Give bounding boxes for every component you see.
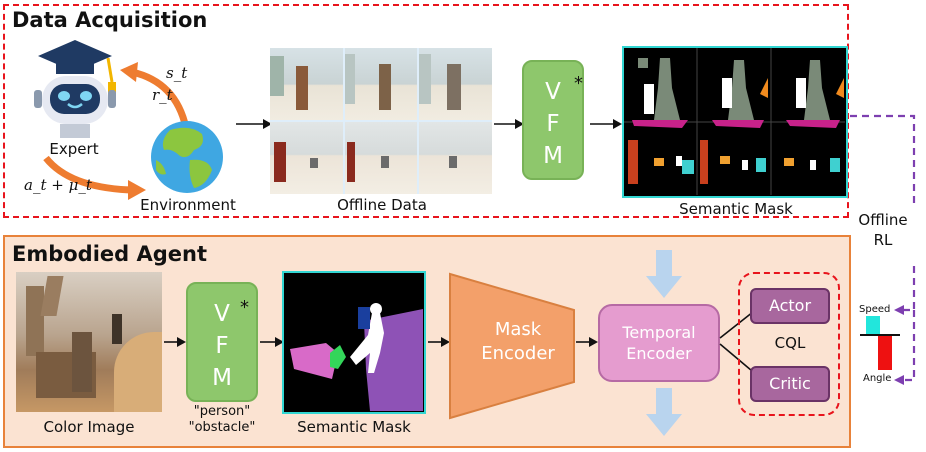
temporal-encoder-line: Temporal (622, 323, 696, 342)
offline-frame (419, 122, 492, 194)
arrow-encoder-to-temporal (576, 337, 598, 347)
data-acquisition-frame (3, 4, 849, 218)
offline-frame (344, 122, 418, 194)
offline-rl-line: RL (873, 231, 893, 249)
offline-frame (344, 48, 418, 120)
arrow-image-to-vfm (164, 337, 186, 347)
semantic-mask-grid (622, 46, 848, 198)
action-label: a_t + μ_t (24, 176, 92, 194)
state-reward-arrow (120, 62, 190, 129)
offline-rl-line: Offline (858, 211, 908, 229)
globe-icon (151, 121, 223, 193)
embodied-agent-title: Embodied Agent (12, 242, 208, 266)
arrow-vfm-to-mask (590, 119, 622, 129)
vfm-bottom-letter: V (214, 301, 230, 327)
temporal-encoder-box: Temporal Encoder (598, 304, 720, 382)
vfm-top-star: * (574, 73, 583, 94)
mask-encoder-shape (449, 272, 575, 420)
offline-frame (270, 48, 343, 120)
critic-box: Critic (750, 366, 830, 402)
expert-robot-icon (34, 40, 116, 138)
offline-data-grid (270, 48, 492, 194)
expert-label: Expert (49, 140, 99, 158)
semantic-mask-single (282, 271, 426, 414)
vfm-top-letter: V (545, 79, 561, 105)
vfm-bottom-letter: M (212, 365, 232, 391)
offline-frame (270, 122, 343, 194)
color-image-label: Color Image (43, 418, 135, 436)
speed-bar (866, 316, 880, 334)
arrow-env-to-offline (236, 119, 272, 129)
arrow-mask-to-encoder (428, 337, 450, 347)
cql-frame (738, 272, 840, 416)
cql-label: CQL (774, 334, 806, 352)
vfm-prompt-obstacle: "obstacle" (188, 420, 256, 435)
arrow-vfm-to-mask-bottom (260, 337, 284, 347)
vfm-top-letter: F (546, 111, 560, 137)
angle-label: Angle (863, 373, 892, 384)
offline-frame (419, 48, 492, 120)
speed-label: Speed (859, 304, 891, 315)
vfm-bottom-letter: F (215, 333, 229, 359)
vfm-prompt-person: "person" (193, 404, 251, 419)
offline-rl-label: Offline RL (852, 210, 914, 250)
mask-encoder-line: Mask (494, 319, 542, 340)
mask-encoder-line: Encoder (481, 343, 555, 364)
vfm-bottom: V F M * (186, 282, 258, 402)
mask-encoder-label: Mask Encoder (470, 318, 566, 366)
reward-label: r_t (152, 86, 173, 104)
angle-bar (878, 336, 892, 370)
offline-data-label: Offline Data (337, 196, 427, 214)
offline-rl-connector (850, 114, 916, 385)
vfm-bottom-star: * (240, 297, 249, 318)
vfm-top-letter: M (543, 143, 563, 169)
temporal-encoder-line: Encoder (626, 344, 692, 363)
temporal-out-arrow (646, 388, 682, 436)
semantic-mask-label-top: Semantic Mask (679, 200, 793, 218)
action-arrow (43, 155, 146, 200)
temporal-in-arrow (646, 250, 682, 298)
semantic-mask-label-bottom: Semantic Mask (297, 418, 411, 436)
action-baseline (860, 334, 900, 336)
state-label: s_t (166, 64, 188, 82)
vfm-top: V F M * (522, 60, 584, 180)
actor-box: Actor (750, 288, 830, 324)
color-image (16, 272, 162, 412)
environment-label: Environment (140, 196, 236, 214)
arrow-offline-to-vfm (494, 119, 524, 129)
data-acquisition-title: Data Acquisition (12, 8, 208, 32)
